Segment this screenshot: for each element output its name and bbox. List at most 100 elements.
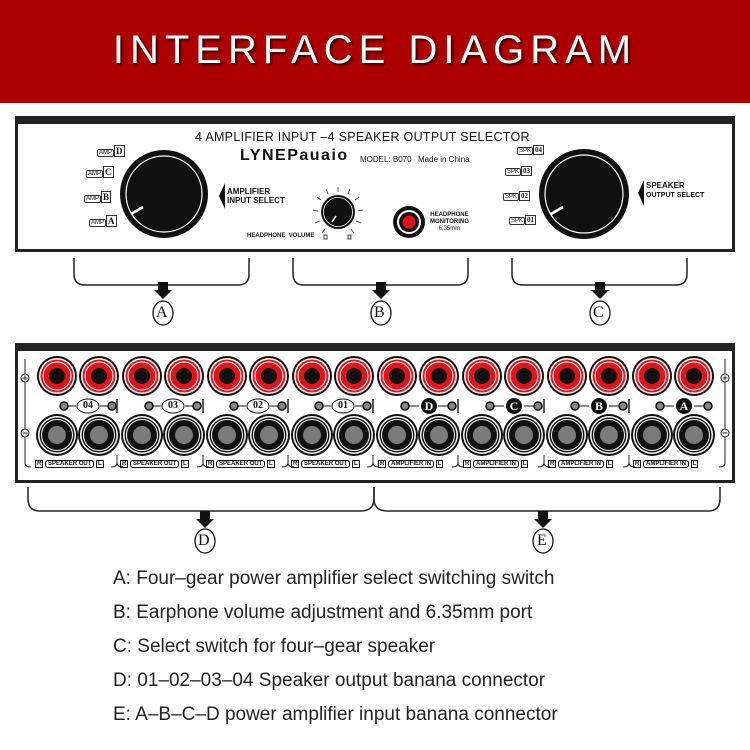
amp-selector-label: AMPLIFIER INPUT SELECT — [227, 187, 285, 205]
r-tag: R — [633, 460, 642, 468]
group-label-text: SPEAKER OUT — [45, 460, 95, 468]
spk-number: 02 — [519, 191, 531, 201]
r-tag: R — [35, 460, 44, 468]
amp-tag: AMP — [86, 170, 104, 178]
headphone-label: HEADPHONE MONITORING 6.35mm — [430, 212, 469, 233]
group-id-a: A — [679, 399, 689, 413]
amp-selector-arrow-icon — [219, 183, 225, 209]
r-tag: R — [291, 460, 300, 468]
headphone-label-line3: 6.35mm — [438, 226, 461, 232]
group-label-text: SPEAKER OUT — [216, 460, 266, 468]
amp-tag: AMP — [89, 219, 107, 227]
group-id-b: B — [594, 399, 603, 413]
group-label-text: AMPLIFIER IN — [558, 460, 605, 468]
l-tag: L — [96, 460, 104, 468]
l-tag: L — [605, 460, 614, 468]
group-label-01: R SPEAKER OUT L — [291, 460, 360, 468]
amp-selector-label-line1: AMPLIFIER — [227, 187, 271, 196]
speaker-selector-knob[interactable] — [538, 148, 630, 240]
group-label-03: R SPEAKER OUT L — [120, 460, 189, 468]
page-title: INTERFACE DIAGRAM — [112, 28, 638, 72]
negative-terminals — [36, 414, 715, 456]
headphone-jack[interactable] — [392, 205, 426, 239]
group-label-02: R SPEAKER OUT L — [206, 460, 275, 468]
group-id-03: 03 — [168, 400, 178, 411]
l-tag: L — [435, 460, 444, 468]
l-tag: L — [520, 460, 529, 468]
group-label-text: AMPLIFIER IN — [388, 460, 435, 468]
legend-item-d: D: 01–02–03–04 Speaker output banana con… — [113, 670, 546, 691]
spk-number: 01 — [525, 215, 537, 225]
rear-panel-graphics — [20, 356, 730, 468]
group-id-d: D — [424, 399, 434, 413]
callout-c: C — [593, 304, 604, 321]
group-id-c: C — [509, 399, 519, 413]
headphone-label-line1: HEADPHONE — [430, 212, 469, 218]
legend-item-a: A: Four–gear power amplifier select swit… — [113, 568, 555, 589]
group-label-a: R AMPLIFIER IN L — [633, 460, 699, 468]
amp-selector-label-line2: INPUT SELECT — [227, 196, 285, 205]
r-tag: R — [206, 460, 215, 468]
group-label-text: SPEAKER OUT — [301, 460, 351, 468]
callout-a: A — [156, 304, 168, 321]
group-id-04: 04 — [83, 400, 93, 411]
group-label-text: AMPLIFIER IN — [473, 460, 520, 468]
legend-item-c: C: Select switch for four–gear speaker — [113, 636, 436, 657]
legend-item-e: E: A–B–C–D power amplifier input banana … — [113, 704, 558, 725]
spk-tag: SPK — [509, 217, 526, 225]
spk-number: 03 — [521, 166, 533, 176]
model-label: MODEL: B070 — [360, 155, 412, 164]
group-label-d: R AMPLIFIER IN L — [378, 460, 444, 468]
speaker-selector-arrow-icon — [638, 180, 644, 206]
group-label-b: R AMPLIFIER IN L — [548, 460, 614, 468]
amp-tag: AMP — [97, 149, 115, 157]
amp-selector-knob[interactable] — [119, 149, 209, 239]
group-label-text: SPEAKER OUT — [130, 460, 180, 468]
spk-tag: SPK — [503, 193, 520, 201]
top-brackets — [73, 258, 688, 326]
l-tag: L — [181, 460, 189, 468]
brand-logo: LYNEPauaio — [240, 147, 349, 164]
positive-terminals — [37, 356, 714, 396]
legend-item-b: B: Earphone volume adjustment and 6.35mm… — [113, 602, 533, 623]
l-tag: L — [267, 460, 275, 468]
speaker-selector-label-line2: OUTPUT SELECT — [646, 192, 705, 199]
spk-number: 04 — [533, 145, 545, 155]
spk-tag: SPK — [517, 147, 534, 155]
l-tag: L — [690, 460, 699, 468]
spk-tag: SPK — [505, 168, 522, 176]
callout-b: B — [374, 304, 385, 321]
callout-d: D — [198, 532, 210, 549]
headphone-label-line2: MONITORING — [430, 219, 469, 225]
front-panel-title: 4 AMPLIFIER INPUT –4 SPEAKER OUTPUT SELE… — [195, 130, 530, 144]
amp-letter: C — [103, 166, 114, 178]
volume-label: HEADPHONE VOLUME — [247, 233, 315, 239]
amp-letter: B — [101, 191, 112, 203]
group-label-04: R SPEAKER OUT L — [35, 460, 104, 468]
bottom-brackets — [27, 487, 721, 554]
group-label-c: R AMPLIFIER IN L — [463, 460, 529, 468]
r-tag: R — [548, 460, 557, 468]
group-id-02: 02 — [253, 400, 263, 411]
group-id-01: 01 — [338, 400, 348, 411]
callout-e: E — [537, 532, 547, 549]
volume-knob[interactable] — [310, 185, 366, 241]
l-tag: L — [352, 460, 360, 468]
speaker-selector-label: SPEAKER OUTPUT SELECT — [646, 181, 704, 201]
amp-letter: D — [114, 145, 125, 157]
r-tag: R — [463, 460, 472, 468]
amp-letter: A — [106, 215, 117, 227]
rear-group-labels: R SPEAKER OUT L R SPEAKER OUT L R SPEAKE… — [0, 460, 750, 473]
origin-label: Made in China — [418, 155, 470, 164]
r-tag: R — [120, 460, 129, 468]
r-tag: R — [378, 460, 387, 468]
amp-tag: AMP — [84, 195, 102, 203]
header-banner: INTERFACE DIAGRAM — [0, 0, 750, 103]
